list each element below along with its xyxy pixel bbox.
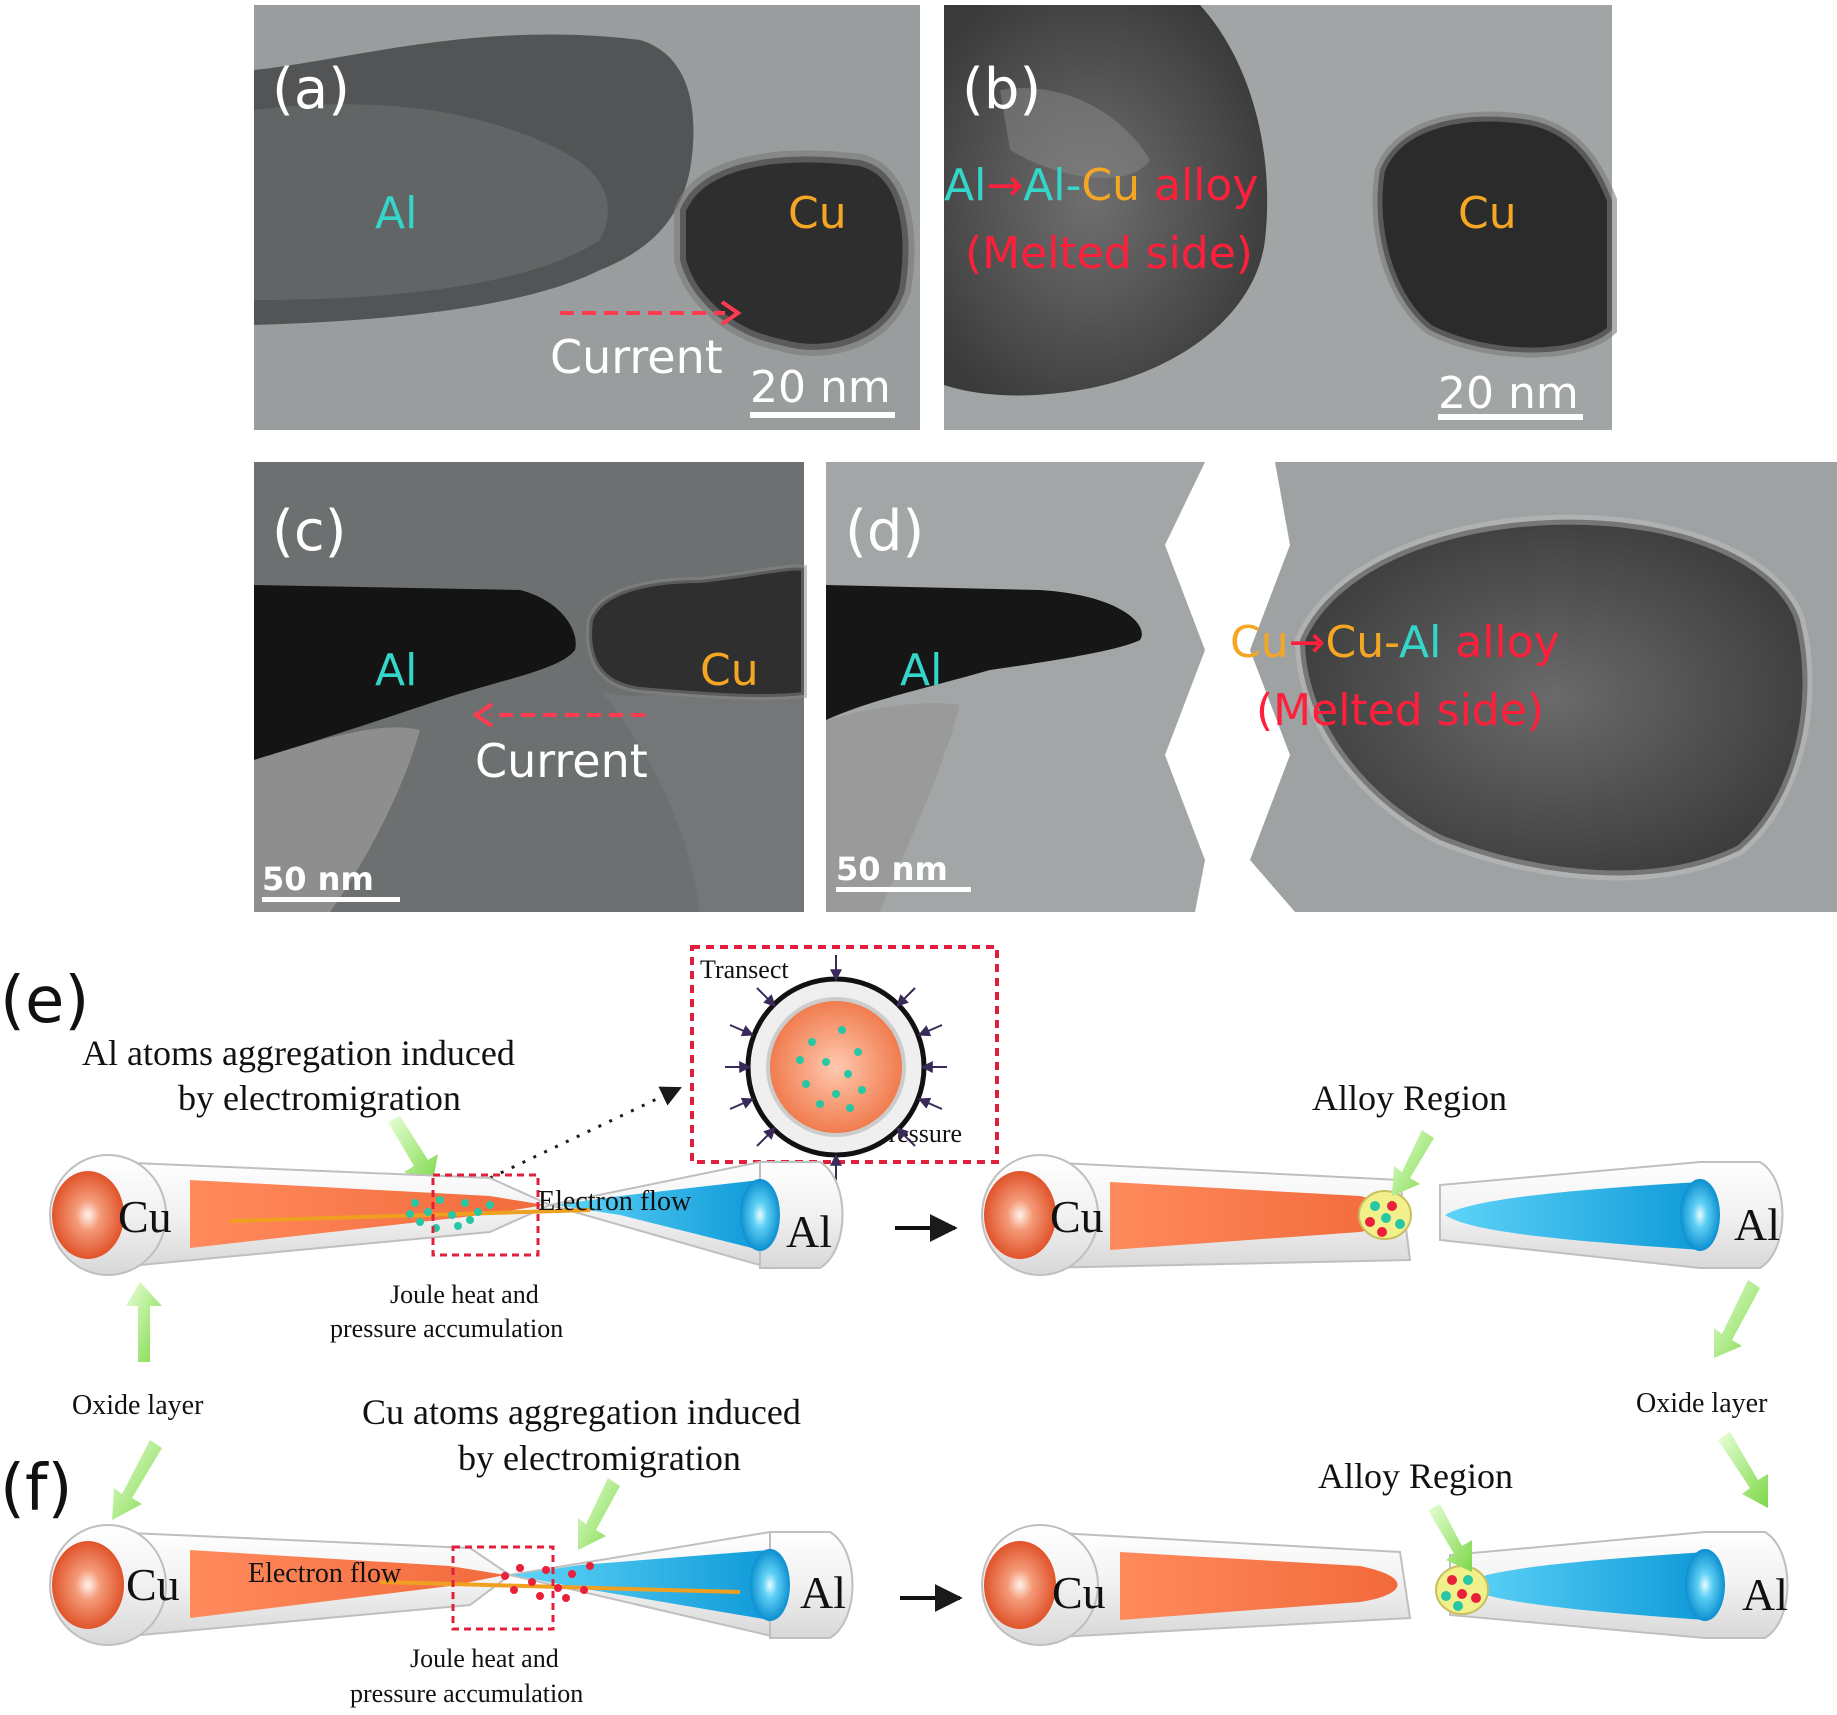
panel-b-cu-label: Cu	[1458, 188, 1517, 239]
schematic-f-joule-box	[451, 1545, 555, 1631]
panel-c-scale-bar-label: 50 nm	[262, 860, 374, 898]
schematic-e-alloy-region	[1358, 1190, 1412, 1240]
schematic-e-inset-core	[766, 997, 906, 1137]
schematic-e-inset-pressure-arrows	[725, 955, 947, 1180]
schematic-f-aggregation-line1: Cu atoms aggregation induced	[362, 1392, 801, 1432]
schematic-e-joule-line1: Joule heat and	[390, 1280, 539, 1309]
schematic-f-left-wire	[49, 1524, 854, 1646]
oxide-left-up-pointer	[126, 1282, 162, 1362]
panel-c-current-arrowhead	[472, 702, 494, 728]
schematic-f-right-cu: Cu	[1052, 1567, 1106, 1618]
panel-a-label: (a)	[272, 57, 350, 122]
schematic-e-aggregation-pointer	[388, 1116, 438, 1186]
schematic-f-label: (f)	[0, 1452, 72, 1526]
oxide-left-label: Oxide layer	[72, 1390, 204, 1421]
oxide-left-down-pointer	[112, 1440, 162, 1520]
panel-a-scale-bar-label: 20 nm	[750, 362, 891, 413]
schematic-e-right-al: Al	[1734, 1199, 1780, 1250]
schematic-e-inset-atoms	[796, 1026, 866, 1112]
panel-a-current-label: Current	[550, 330, 723, 384]
panel-d-label: (d)	[845, 499, 924, 564]
schematic-e-left-cu: Cu	[118, 1191, 172, 1242]
schematic-f-left-al: Al	[800, 1567, 846, 1618]
oxide-right-up-pointer	[1714, 1280, 1760, 1358]
panel-d-alloy-line2: (Melted side)	[1256, 685, 1544, 736]
schematic-e-right-cu: Cu	[1050, 1191, 1104, 1242]
panel-b: (b) Al→Al-Cu alloy (Melted side) Cu 20 n…	[944, 5, 1617, 430]
schematic-e-inset-pointer	[489, 1086, 682, 1180]
panel-d-scale-bar	[836, 887, 971, 892]
schematic-e-left-wire	[49, 1154, 844, 1276]
schematic-f-electron-flow: Electron flow	[248, 1558, 402, 1589]
panel-a-al-label: Al	[375, 188, 417, 239]
schematic-f-alloy-pointer	[1428, 1504, 1472, 1572]
panel-a-cu-label: Cu	[788, 188, 847, 239]
schematic-f-aggregation-line2: by electromigration	[458, 1438, 741, 1478]
schematic-e-inset-box	[690, 945, 999, 1164]
panel-b-scale-bar-label: 20 nm	[1438, 368, 1579, 419]
panel-d: (d) Al Cu→Cu-Al alloy (Melted side) 50 n…	[826, 462, 1837, 912]
schematic-e-label: (e)	[0, 964, 89, 1038]
schematic-e-joule-line2: pressure accumulation	[330, 1314, 563, 1343]
schematic-f-aggregation-pointer	[578, 1478, 620, 1550]
schematic-e-joule-box	[431, 1173, 540, 1257]
schematic-f-right-al: Al	[1742, 1569, 1788, 1620]
panel-b-label: (b)	[962, 57, 1041, 122]
oxide-right-down-pointer	[1718, 1432, 1768, 1508]
schematic-f-joule-line2: pressure accumulation	[350, 1679, 583, 1708]
panel-a-current-arrowhead	[720, 300, 742, 326]
schematic-f-joule-line1: Joule heat and	[410, 1644, 559, 1673]
schematic-e-aggregation-line1: Al atoms aggregation induced	[82, 1033, 515, 1073]
schematic-e-electron-flow: Electron flow	[538, 1186, 692, 1217]
panel-c-cu-label: Cu	[700, 645, 759, 696]
panel-a-scale-bar	[750, 412, 895, 418]
schematic-e-alloy-pointer	[1392, 1130, 1434, 1196]
schematic-f-alloy-region-label: Alloy Region	[1318, 1456, 1513, 1496]
schematic-f: (f) Cu atoms aggregation induced by elec…	[0, 1392, 1789, 1708]
schematic-e-right-wires	[981, 1154, 1784, 1276]
oxide-right-label: Oxide layer	[1636, 1388, 1768, 1419]
panel-c-label: (c)	[272, 499, 346, 564]
panel-a: (a) Al Cu Current 20 nm	[254, 5, 920, 430]
schematic-e-inset-transect: Transect	[700, 955, 789, 984]
schematic-f-alloy-region	[1435, 1565, 1489, 1615]
panel-d-scale-bar-label: 50 nm	[836, 850, 948, 888]
panel-d-alloy-line1: Cu→Cu-Al alloy	[1230, 617, 1560, 668]
panel-b-alloy-line2: (Melted side)	[965, 228, 1253, 279]
schematic-f-right-wires	[981, 1524, 1789, 1646]
schematic-e-aggregation-line2: by electromigration	[178, 1078, 461, 1118]
oxide-annotations: Oxide layer Oxide layer	[72, 1280, 1768, 1520]
schematic-e-alloy-region-label: Alloy Region	[1312, 1078, 1507, 1118]
schematic-e-left-al: Al	[786, 1206, 832, 1257]
panel-b-alloy-line1: Al→Al-Cu alloy	[944, 160, 1258, 211]
panel-c: (c) Al Cu Current 50 nm	[254, 462, 807, 912]
panel-c-scale-bar	[262, 897, 400, 902]
schematic-e: (e) Al atoms aggregation induced by elec…	[0, 945, 1784, 1343]
panel-c-current-label: Current	[475, 734, 648, 788]
panel-b-scale-bar	[1438, 414, 1583, 420]
panel-d-al-label: Al	[900, 645, 942, 696]
schematic-f-left-cu: Cu	[126, 1559, 180, 1610]
panel-c-al-label: Al	[375, 645, 417, 696]
